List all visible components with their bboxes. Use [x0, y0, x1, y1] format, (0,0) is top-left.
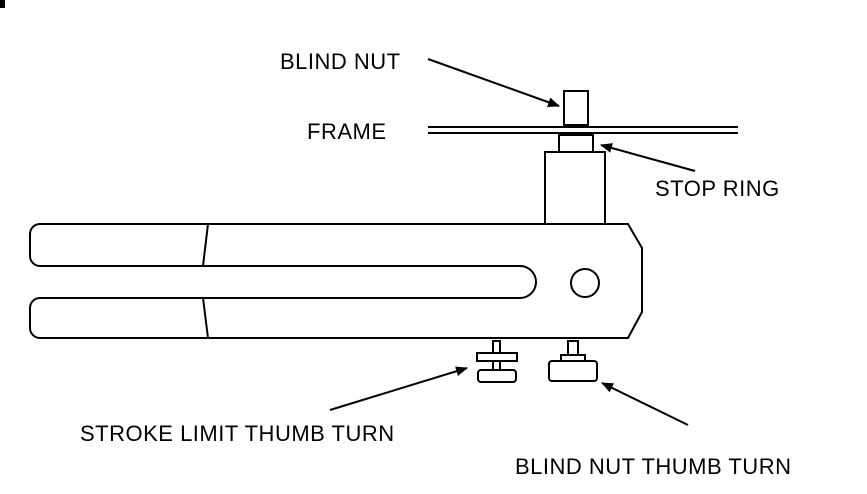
- stroke-limit-arrow: [329, 366, 468, 411]
- body-cylinder: [544, 151, 606, 225]
- label-frame: FRAME: [307, 119, 387, 144]
- blind-nut-thumb-turn: [548, 340, 598, 382]
- corner-mark: [0, 0, 5, 8]
- blind-nut: [563, 90, 589, 126]
- stop-ring-arrow: [600, 143, 696, 172]
- blind-nut-arrow: [427, 58, 560, 107]
- blind-nut-thumb-turn-arrow: [601, 382, 689, 426]
- tool-body: [29, 223, 643, 339]
- pivot-circle: [570, 268, 600, 298]
- stroke-limit-thumb-turn: [476, 340, 518, 383]
- label-stop-ring: STOP RING: [655, 176, 780, 201]
- stop-ring: [558, 134, 594, 153]
- label-blind-nut-thumb-turn: BLIND NUT THUMB TURN: [515, 454, 791, 479]
- label-stroke-limit-thumb-turn: STROKE LIMIT THUMB TURN: [80, 421, 395, 446]
- frame: [428, 126, 738, 134]
- label-blind-nut: BLIND NUT: [280, 49, 401, 74]
